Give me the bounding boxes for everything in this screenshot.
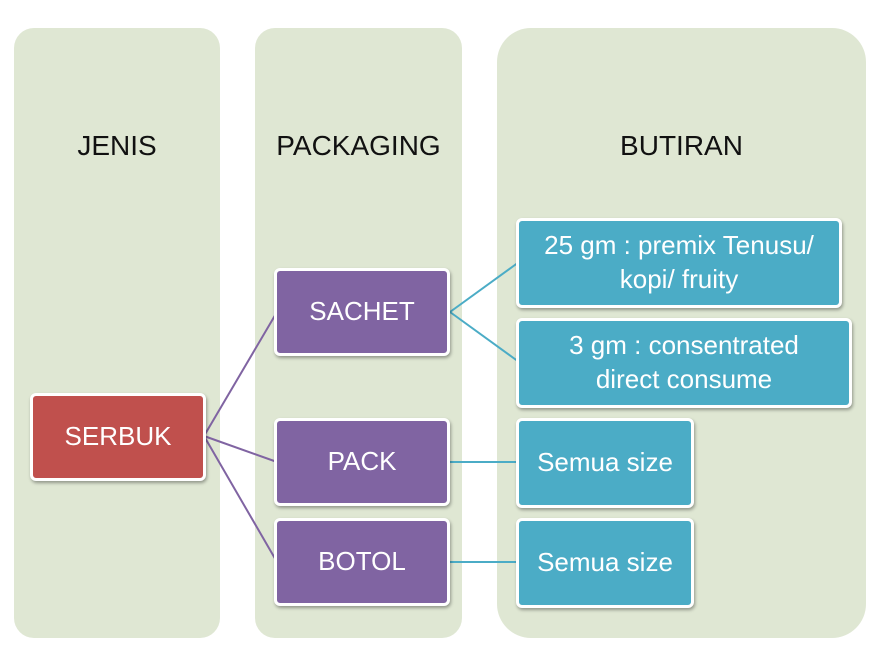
node-detail-premix-line2: kopi/ fruity	[619, 264, 739, 294]
connector-serbuk-botol	[203, 435, 278, 563]
column-title-jenis: JENIS	[77, 130, 157, 161]
node-detail-consentrated-line2: direct consume	[595, 364, 773, 394]
node-sachet: SACHET	[274, 268, 450, 356]
node-detail-pack: Semua size	[516, 418, 694, 508]
node-detail-consentrated: 3 gm : consentrated direct consume	[516, 318, 852, 408]
connector-sachet-consentrated	[449, 311, 520, 363]
node-serbuk-label: SERBUK	[64, 421, 172, 452]
node-detail-premix-line1: 25 gm : premix Tenusu/	[544, 230, 814, 261]
column-title-packaging: PACKAGING	[276, 130, 441, 161]
node-serbuk: SERBUK	[30, 393, 206, 481]
connector-serbuk-sachet	[203, 311, 278, 437]
column-title-butiran: BUTIRAN	[620, 130, 743, 161]
node-sachet-label: SACHET	[309, 296, 415, 327]
connector-serbuk-pack	[203, 435, 278, 463]
node-detail-consentrated-line1: 3 gm : consentrated	[569, 330, 799, 361]
node-detail-premix: 25 gm : premix Tenusu/ kopi/ fruity	[516, 218, 842, 308]
connector-sachet-premix	[449, 261, 520, 313]
column-jenis: JENIS	[14, 28, 220, 638]
node-botol: BOTOL	[274, 518, 450, 606]
node-pack-label: PACK	[327, 446, 397, 477]
node-pack: PACK	[274, 418, 450, 506]
node-botol-label: BOTOL	[318, 546, 406, 577]
node-detail-botol: Semua size	[516, 518, 694, 608]
node-detail-pack-label: Semua size	[537, 447, 673, 478]
node-detail-botol-label: Semua size	[537, 547, 673, 578]
